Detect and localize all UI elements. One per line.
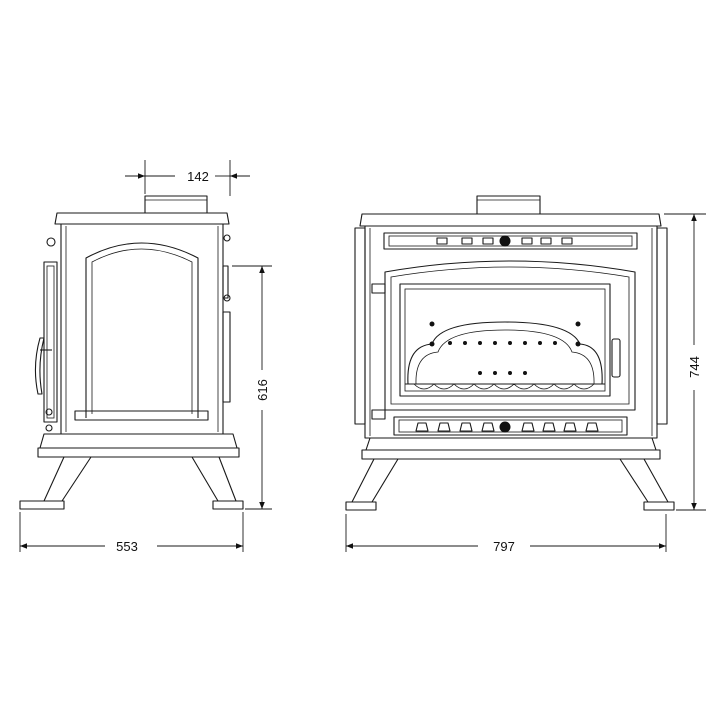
front-view — [345, 195, 675, 511]
front-leg-right — [619, 458, 669, 503]
side-depth-label: 553 — [116, 539, 138, 554]
front-flue-collar — [476, 195, 541, 215]
side-door-handle — [34, 337, 45, 395]
front-leg-left — [351, 458, 399, 503]
airwash-vents — [436, 237, 573, 245]
side-base-plinth — [39, 433, 238, 449]
side-flue-collar — [144, 195, 208, 214]
side-leg-rear — [191, 456, 237, 502]
dimension-front-width: 797 — [345, 514, 667, 554]
dimension-side-depth: 553 — [19, 512, 244, 554]
door-hinge-upper — [371, 283, 386, 294]
side-leg-front — [43, 456, 92, 502]
front-foot-right — [643, 501, 675, 511]
front-width-label: 797 — [493, 539, 515, 554]
side-view — [19, 195, 244, 510]
door-glass — [399, 283, 611, 397]
fire-door[interactable] — [384, 260, 636, 411]
airwash-control-knob[interactable] — [499, 235, 511, 247]
door-hinge-lower — [371, 409, 386, 420]
dimension-flue: 142 — [125, 160, 250, 196]
ashpan-strip — [393, 416, 628, 436]
side-panel-rail — [74, 410, 209, 421]
primary-air-knob[interactable] — [499, 421, 511, 433]
firebox-grate — [405, 321, 605, 390]
side-foot-rear — [212, 500, 244, 510]
side-arched-panel — [85, 242, 199, 418]
dimension-front-height: 744 — [664, 213, 706, 511]
front-height-label: 744 — [687, 356, 702, 378]
flue-width-label: 142 — [187, 169, 209, 184]
front-body — [364, 225, 658, 439]
front-base-plinth — [365, 437, 657, 451]
dimension-side-height: 616 — [232, 265, 272, 510]
side-door-profile — [43, 261, 58, 423]
airwash-strip — [383, 232, 638, 250]
door-handle[interactable] — [611, 338, 621, 378]
side-foot-front — [19, 500, 65, 510]
front-foot-left — [345, 501, 377, 511]
rear-spigot-lower — [222, 311, 231, 403]
side-body — [60, 223, 224, 435]
front-side-panel-right — [656, 227, 668, 425]
side-air-knob — [46, 237, 56, 247]
side-height-label: 616 — [255, 379, 270, 401]
front-side-panel-left — [354, 227, 366, 425]
ashpan-vents — [415, 422, 599, 432]
rear-spigot-upper — [222, 265, 229, 299]
side-top-plate — [54, 212, 230, 225]
front-top-plate — [359, 213, 662, 227]
side-base-rim — [37, 447, 240, 458]
front-base-rim — [361, 449, 661, 460]
